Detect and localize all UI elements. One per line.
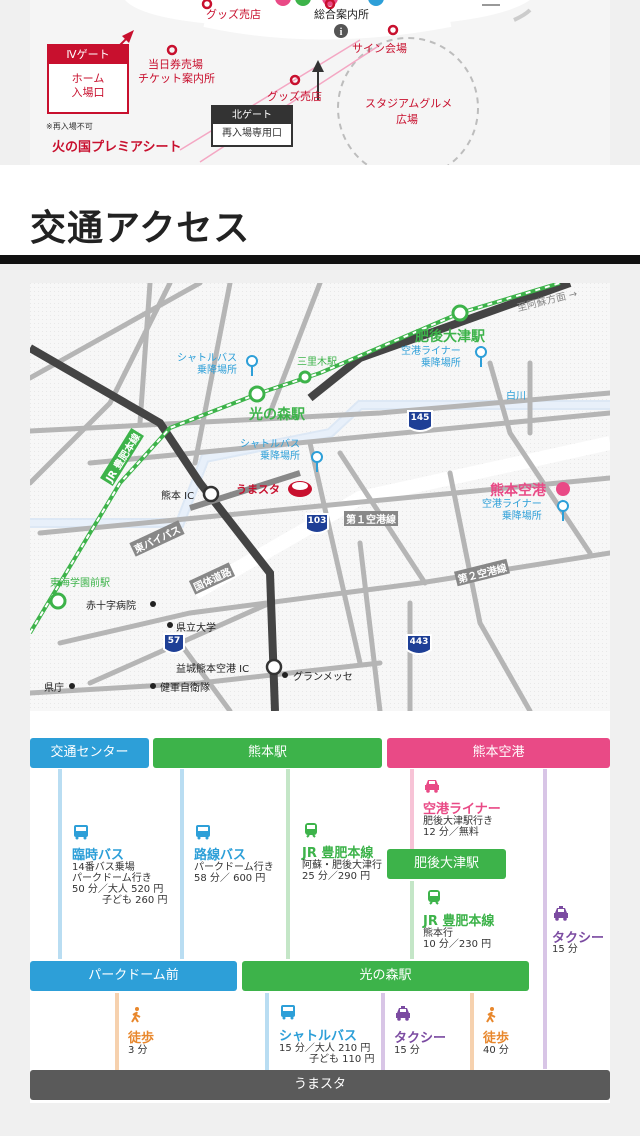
jr-line-2-name: JR 豊肥本線	[423, 914, 495, 929]
route-line-jr1	[286, 769, 290, 959]
route-57: 57	[167, 636, 181, 646]
no-reentry-note: ※再入場不可	[46, 122, 93, 131]
higo-ozu-station: 肥後大津駅	[415, 329, 485, 345]
taxi-1-name: タクシー	[552, 931, 605, 946]
svg-text:i: i	[340, 27, 343, 38]
route-chart: 交通センター 熊本駅 熊本空港 肥後大津駅 パークドーム前 光の森駅 うまスタ …	[30, 711, 610, 1103]
venue-map-graphics: i	[104, 0, 532, 165]
taxi-2-detail: 15 分	[394, 1045, 420, 1056]
north-gate-title: 北ゲート	[213, 107, 291, 124]
umasuta-label: うまスタ	[236, 483, 280, 496]
header-park-dome: パークドーム前	[30, 961, 237, 991]
north-gate-box: 北ゲート 再入場専用口	[211, 105, 293, 147]
area-map-graphics	[30, 283, 610, 711]
shuttle-stop-2: シャトルバス乗降場所	[240, 439, 300, 462]
taxi-1-detail: 15 分	[552, 944, 578, 955]
kencho-label: 県庁	[44, 683, 64, 694]
taxi-2-name: タクシー	[394, 1031, 447, 1046]
route-145: 145	[410, 413, 430, 423]
airport-liner-stop-2: 空港ライナー乗降場所	[482, 499, 542, 522]
premier-seat-label: 火の国プレミアシート	[52, 140, 182, 155]
route-line-walk1	[115, 993, 119, 1071]
pref-univ-label: 県立大学	[176, 623, 216, 634]
rinji-bus-detail: 14番バス乗場 パークドーム行き 50 分／大人 520 円 子ども 260 円	[72, 862, 168, 906]
sign-venue-label: サイン会場	[352, 42, 407, 55]
route-line-shuttle	[265, 993, 269, 1071]
mashiki-ic-label: 益城熊本空港 IC	[176, 664, 250, 675]
rosen-bus-name: 路線バス	[194, 848, 247, 863]
ticket-line2: チケット案内所	[138, 72, 215, 85]
gate-4-title: Ⅳゲート	[49, 46, 127, 64]
jsdf-label: 健軍自衛隊	[160, 683, 210, 694]
info-center-label: 総合案内所	[314, 8, 369, 21]
taxi-icon	[396, 1006, 410, 1021]
header-hikarinomori: 光の森駅	[242, 961, 529, 991]
ticket-line1: 当日券売場	[148, 58, 203, 71]
heading-rule	[0, 255, 640, 264]
header-traffic-center: 交通センター	[30, 738, 149, 768]
gourmet-line1: スタジアムグルメ	[365, 97, 453, 110]
shuttle-bus-name: シャトルバス	[279, 1029, 358, 1044]
header-kumamoto-station: 熊本駅	[153, 738, 382, 768]
train-icon	[428, 890, 440, 905]
walk-icon	[486, 1007, 496, 1023]
jr-line-1-name: JR 豊肥本線	[302, 846, 374, 861]
goods-shop-2-label: グッズ売店	[267, 90, 322, 103]
route-line-taxi2	[381, 993, 385, 1071]
shuttle-stop-1: シャトルバス乗降場所	[177, 353, 237, 376]
kumamoto-ic-label: 熊本 IC	[161, 491, 195, 502]
gate-4-line1: ホーム	[71, 72, 105, 85]
header-higo-ozu: 肥後大津駅	[387, 849, 506, 879]
route-line-rinji	[58, 769, 62, 959]
airport-liner-detail: 肥後大津駅行き 12 分／無料	[423, 816, 493, 838]
area-map: 肥後大津駅 至阿蘇方面 → シャトルバス乗降場所 三里木駅 空港ライナー乗降場所…	[30, 283, 610, 711]
hikarinomori-station: 光の森駅	[249, 407, 305, 423]
walk-1-name: 徒歩	[128, 1031, 155, 1046]
route-103: 103	[307, 516, 327, 526]
route-443: 443	[409, 637, 429, 647]
venue-map: i グッズ売店 総合案内所 サイン会場 Ⅳゲート ホーム 入場口 当日券売場 チ…	[30, 0, 610, 165]
header-umasuta: うまスタ	[30, 1070, 610, 1100]
shuttle-bus-detail: 15 分／大人 210 円 子ども 110 円	[279, 1043, 375, 1065]
goods-shop-label: グッズ売店	[206, 8, 261, 21]
sanrigi-station: 三里木駅	[297, 357, 337, 368]
rosen-bus-detail: パークドーム行き 58 分／ 600 円	[194, 862, 274, 884]
route-line-rosen	[180, 769, 184, 959]
shirakawa-river: 白川	[506, 391, 526, 402]
grandmesse-label: グランメッセ	[293, 672, 353, 683]
taxi-icon	[554, 906, 568, 921]
route-line-walk2	[470, 993, 474, 1071]
route-line-taxi1	[543, 769, 547, 1069]
walk-icon	[131, 1007, 141, 1023]
route-line-jr2	[410, 881, 414, 959]
jr-line-2-detail: 熊本行 10 分／230 円	[423, 928, 492, 950]
rinji-bus-name: 臨時バス	[72, 848, 125, 863]
gourmet-line2: 広場	[396, 113, 418, 126]
bus-icon	[196, 825, 210, 840]
gate-4-line2: 入場口	[71, 86, 105, 99]
north-gate-sub: 再入場専用口	[222, 128, 282, 139]
kuko-1-label: 第１空港線	[344, 511, 398, 526]
kumamoto-airport-label: 熊本空港	[490, 483, 546, 499]
gate-4-box: Ⅳゲート ホーム 入場口	[47, 44, 129, 114]
tokai-station: 東海学園前駅	[50, 578, 110, 589]
heading-band: 交通アクセス	[0, 165, 640, 255]
jr-line-1-detail: 阿蘇・肥後大津行 25 分／290 円	[302, 860, 382, 882]
car-icon	[425, 780, 439, 793]
header-kumamoto-airport: 熊本空港	[387, 738, 610, 768]
walk-2-detail: 40 分	[483, 1045, 509, 1056]
red-cross-label: 赤十字病院	[86, 601, 136, 612]
page-title: 交通アクセス	[30, 208, 251, 249]
bus-icon	[281, 1005, 295, 1020]
airport-liner-stop-1: 空港ライナー乗降場所	[401, 346, 461, 369]
train-icon	[305, 823, 317, 838]
bus-icon	[74, 825, 88, 840]
route-line-liner	[410, 769, 414, 849]
airport-liner-name: 空港ライナー	[423, 802, 501, 817]
walk-1-detail: 3 分	[128, 1045, 148, 1056]
walk-2-name: 徒歩	[483, 1031, 510, 1046]
